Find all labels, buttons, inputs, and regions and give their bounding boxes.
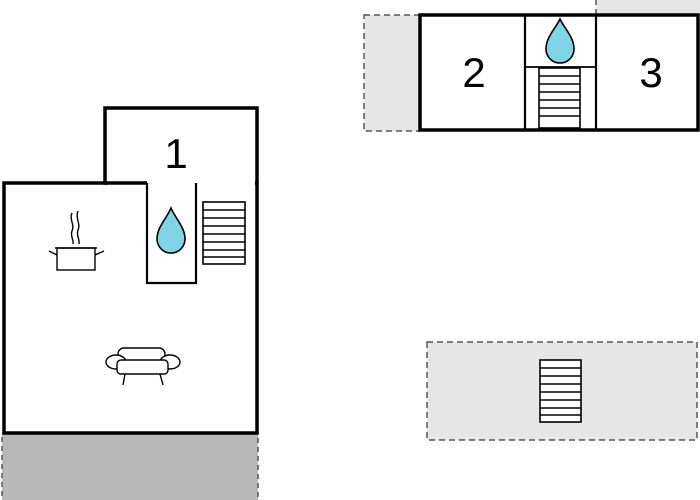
room-1-label: 1 bbox=[164, 130, 187, 177]
ground-floor: 1 bbox=[1, 106, 259, 500]
ground-area bbox=[1, 432, 259, 500]
lower-terrace bbox=[426, 341, 698, 441]
water-drop-icon bbox=[545, 17, 575, 64]
terrace-left bbox=[363, 14, 421, 132]
sofa-icon bbox=[105, 347, 181, 386]
room-2-label: 2 bbox=[462, 49, 485, 96]
cooking-pot-icon bbox=[48, 210, 105, 271]
terrace-right-strip bbox=[595, 0, 700, 16]
room-3-label: 3 bbox=[639, 49, 662, 96]
staircase-icon bbox=[539, 359, 582, 423]
water-drop-icon bbox=[156, 205, 186, 254]
staircase-icon bbox=[538, 67, 581, 129]
staircase-icon bbox=[202, 201, 246, 265]
upper-floor: 2 3 bbox=[363, 0, 700, 132]
bathroom-ground bbox=[145, 183, 198, 285]
